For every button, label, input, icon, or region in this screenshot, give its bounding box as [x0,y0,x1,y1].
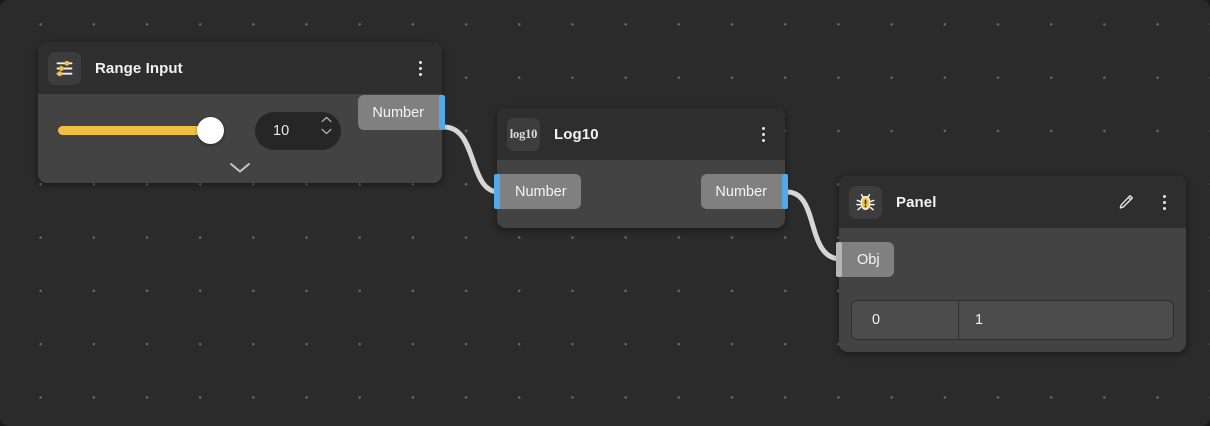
more-vertical-icon[interactable] [410,56,430,80]
more-vertical-icon[interactable] [753,122,773,146]
output-port-number[interactable]: Number [358,95,445,130]
collapse-toggle[interactable] [38,161,442,174]
chevron-down-icon[interactable] [321,128,332,135]
wire-log10-to-panel[interactable] [784,189,844,262]
range-slider[interactable] [58,117,224,144]
node-header-range-input[interactable]: Range Input [38,42,442,94]
port-connector-object[interactable] [836,242,842,277]
number-input-stepper[interactable]: 10 [255,112,341,150]
node-range-input[interactable]: Range Input 10 [38,42,445,183]
input-port-obj[interactable]: Obj [836,242,894,277]
output-port-label: Number [715,183,767,200]
output-port-number[interactable]: Number [701,174,788,209]
port-connector-number[interactable] [494,174,500,209]
table-cell-value: 1 [975,312,984,328]
more-vertical-icon-glyph [761,126,765,142]
bug-icon [849,185,882,219]
output-port-label: Number [372,104,424,121]
node-body-range-input: 10 N [38,94,445,183]
node-title-range-input: Range Input [95,59,183,77]
range-controls-row: 10 [38,94,442,150]
bug-icon-glyph [856,193,875,210]
node-title-log10: Log10 [554,125,599,143]
input-port-label: Number [515,183,567,200]
node-header-panel[interactable]: Panel [839,176,1186,228]
wire-range-to-log10[interactable] [441,124,502,195]
input-port-number[interactable]: Number [494,174,581,209]
log10-icon-label: log10 [509,126,538,141]
range-slider-track [58,126,213,135]
range-slider-knob[interactable] [197,117,224,144]
node-title-panel: Panel [896,193,937,211]
more-vertical-icon-glyph [418,60,422,76]
node-body-log10: Number Number [494,160,788,228]
pencil-icon[interactable] [1116,190,1136,214]
port-connector-number[interactable] [782,174,788,209]
pencil-icon-glyph [1119,195,1133,209]
sliders-icon-glyph [56,60,73,76]
log10-icon: log10 [507,117,540,151]
node-panel[interactable]: Panel Obj 0 1 [836,176,1186,352]
number-stepper[interactable] [321,116,332,135]
chevron-up-icon[interactable] [321,116,332,123]
node-body-panel: Obj 0 1 [836,228,1186,352]
panel-output-table[interactable]: 0 1 [851,300,1174,340]
more-vertical-icon-glyph [1162,194,1166,210]
sliders-icon [48,51,81,85]
node-header-log10[interactable]: log10 Log10 [497,108,785,160]
port-connector-number[interactable] [439,95,445,130]
chevron-down-icon [230,163,250,173]
more-vertical-icon[interactable] [1154,190,1174,214]
node-log10[interactable]: log10 Log10 Number Number [494,108,788,228]
table-cell-index: 0 [852,301,959,339]
input-port-label: Obj [857,251,880,268]
number-input-value: 10 [273,123,290,139]
